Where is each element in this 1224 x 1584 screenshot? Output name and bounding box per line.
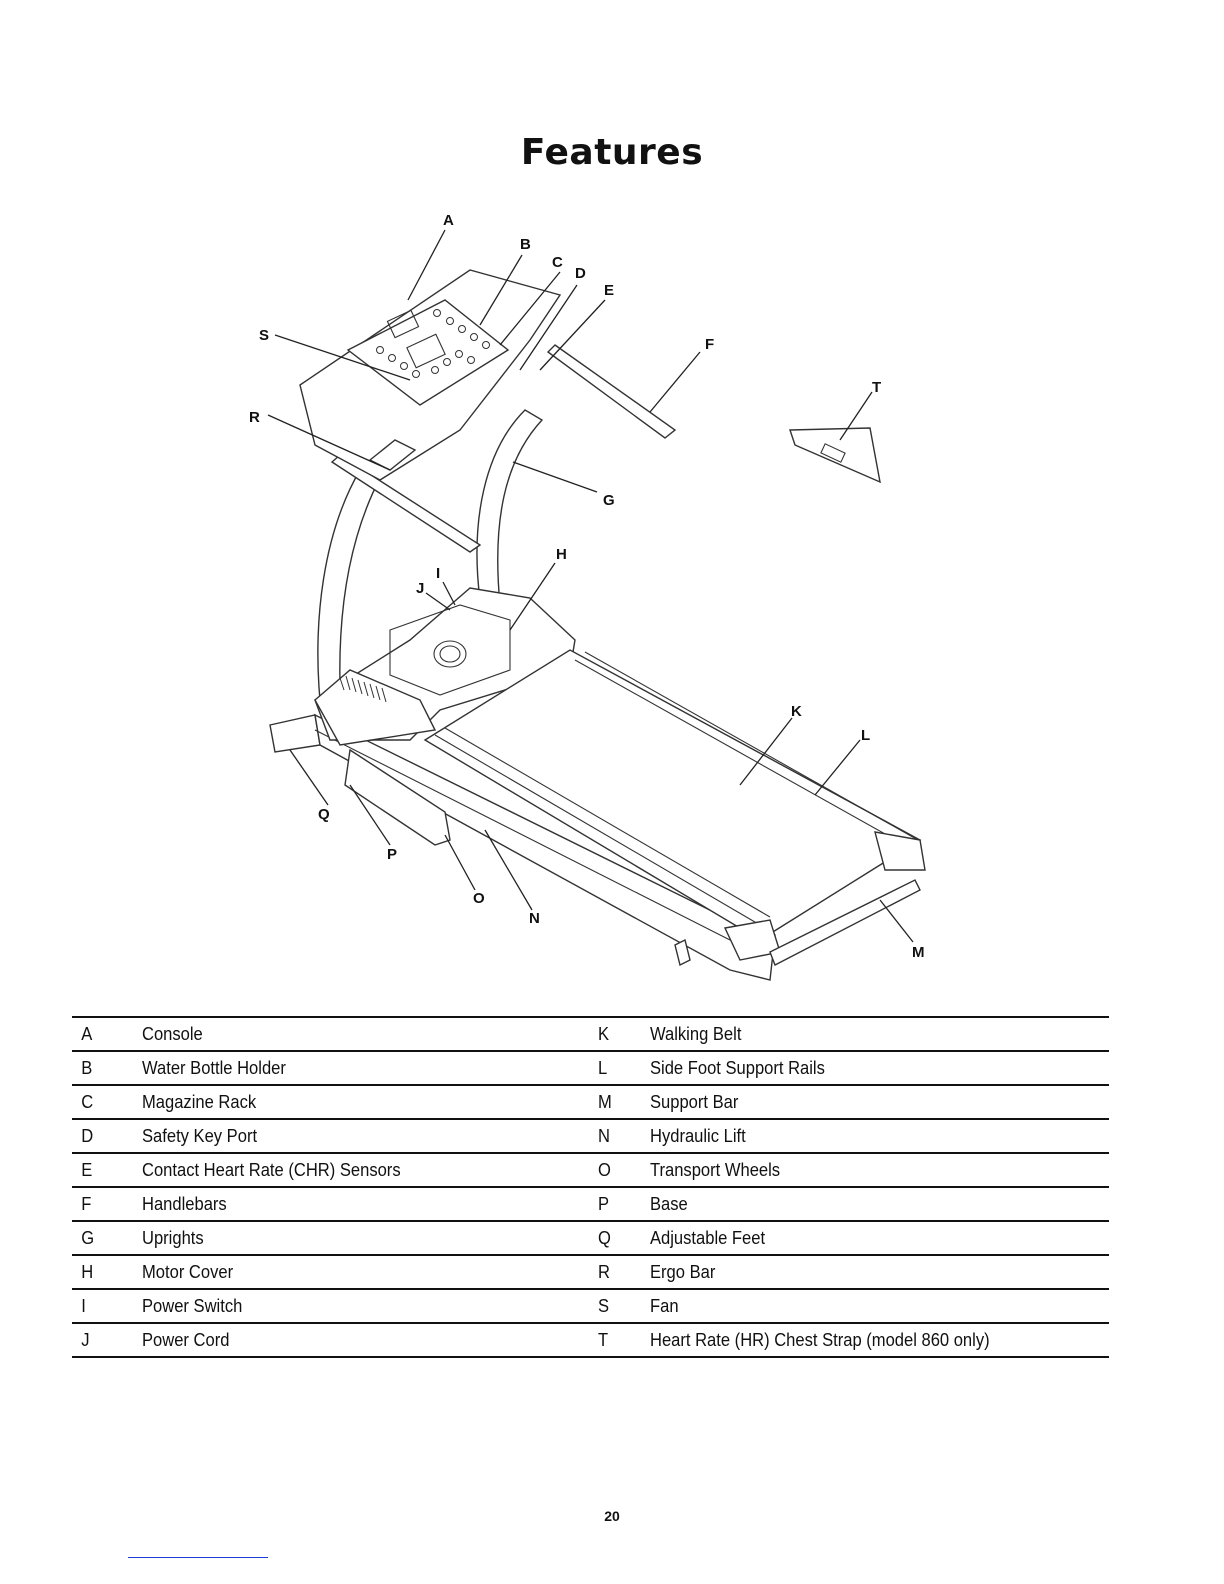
legend-key: M [598, 1091, 612, 1112]
legend-label: Handlebars [142, 1193, 227, 1214]
callout-q: Q [318, 806, 330, 823]
callout-m: M [912, 944, 925, 961]
callout-p: P [387, 846, 397, 863]
legend-key: R [598, 1261, 610, 1282]
callout-g: G [603, 492, 615, 509]
legend-label: Heart Rate (HR) Chest Strap (model 860 o… [650, 1329, 990, 1350]
legend-key: D [81, 1125, 94, 1146]
footer-link-underline[interactable] [128, 1557, 268, 1558]
legend-key: L [598, 1057, 608, 1078]
legend-label: Base [650, 1193, 688, 1214]
legend-label: Ergo Bar [650, 1261, 716, 1282]
legend-row: E Contact Heart Rate (CHR) Sensors O Tra… [72, 1153, 1109, 1187]
legend-key: A [81, 1023, 93, 1044]
legend-key: S [598, 1295, 610, 1316]
legend-key: G [81, 1227, 95, 1248]
legend-row: H Motor Cover R Ergo Bar [72, 1255, 1109, 1289]
callout-l: L [861, 727, 870, 744]
legend-row: A Console K Walking Belt [72, 1017, 1109, 1051]
callout-f: F [705, 336, 714, 353]
legend-key: C [81, 1091, 94, 1112]
legend-row: C Magazine Rack M Support Bar [72, 1085, 1109, 1119]
callout-leaders [267, 229, 914, 943]
legend-row: D Safety Key Port N Hydraulic Lift [72, 1119, 1109, 1153]
legend-label: Power Switch [142, 1295, 243, 1316]
legend-label: Support Bar [650, 1091, 739, 1112]
callout-k: K [791, 703, 802, 720]
page-number: 20 [604, 1508, 620, 1524]
legend-row: J Power Cord T Heart Rate (HR) Chest Str… [72, 1323, 1109, 1357]
callout-s: S [259, 327, 269, 344]
legend-label: Power Cord [142, 1329, 230, 1350]
legend-label: Magazine Rack [142, 1091, 257, 1112]
features-legend-table: A Console K Walking Belt B Water Bottle … [72, 1016, 1109, 1358]
legend-label: Side Foot Support Rails [650, 1057, 825, 1078]
legend-label: Fan [650, 1295, 679, 1316]
legend-label: Safety Key Port [142, 1125, 258, 1146]
callout-labels: A B C D E F G H I J K L M N O P Q R S T [249, 212, 925, 961]
callout-b: B [520, 236, 531, 253]
callout-c: C [552, 254, 563, 271]
legend-key: I [81, 1295, 86, 1316]
legend-key: Q [598, 1227, 611, 1248]
legend-label: Walking Belt [650, 1023, 742, 1044]
legend-key: B [81, 1057, 93, 1078]
callout-r: R [249, 409, 260, 426]
legend-label: Adjustable Feet [650, 1227, 766, 1248]
treadmill-diagram: A B C D E F G H I J K L M N O P Q R S T [230, 200, 990, 1000]
legend-key: J [81, 1329, 90, 1350]
legend-key: P [598, 1193, 610, 1214]
legend-label: Contact Heart Rate (CHR) Sensors [142, 1159, 401, 1180]
legend-key: N [598, 1125, 610, 1146]
callout-a: A [443, 212, 454, 229]
page-title: Features [520, 132, 704, 173]
legend-key: T [598, 1329, 609, 1350]
legend-label: Water Bottle Holder [142, 1057, 286, 1078]
legend-key: H [81, 1261, 94, 1282]
legend-label: Uprights [142, 1227, 204, 1248]
legend-key: O [598, 1159, 611, 1180]
treadmill-illustration: A B C D E F G H I J K L M N O P Q R S T [249, 212, 926, 981]
legend-key: F [81, 1193, 92, 1214]
legend-label: Hydraulic Lift [650, 1125, 746, 1146]
legend-row: G Uprights Q Adjustable Feet [72, 1221, 1109, 1255]
legend-row: I Power Switch S Fan [72, 1289, 1109, 1323]
callout-n: N [529, 910, 540, 927]
legend-row: B Water Bottle Holder L Side Foot Suppor… [72, 1051, 1109, 1085]
callout-d: D [575, 265, 586, 282]
legend-key: E [81, 1159, 93, 1180]
legend-label: Transport Wheels [650, 1159, 781, 1180]
legend-label: Motor Cover [142, 1261, 234, 1282]
callout-i: I [436, 565, 440, 582]
callout-e: E [604, 282, 614, 299]
callout-j: J [416, 580, 424, 597]
callout-t: T [872, 379, 881, 396]
legend-row: F Handlebars P Base [72, 1187, 1109, 1221]
legend-label: Console [142, 1023, 203, 1044]
callout-o: O [473, 890, 485, 907]
treadmill-drawing [269, 269, 926, 981]
legend-key: K [598, 1023, 610, 1044]
callout-h: H [556, 546, 567, 563]
